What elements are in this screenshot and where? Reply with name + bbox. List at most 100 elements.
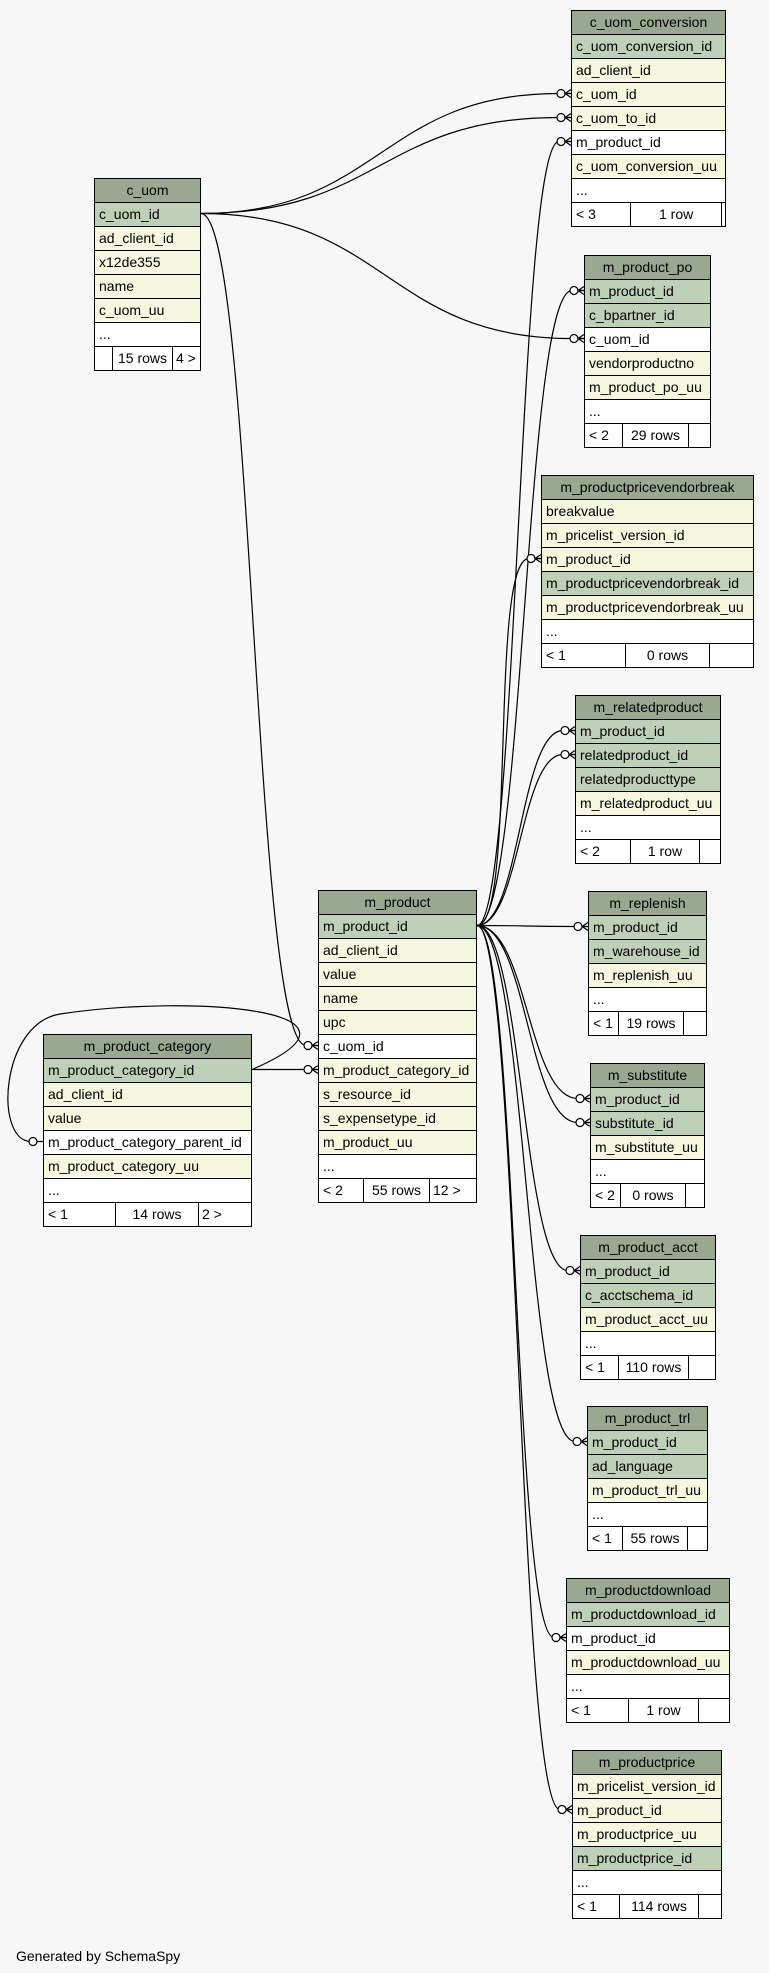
child-count[interactable] <box>722 203 725 226</box>
child-count[interactable]: 4 > <box>176 350 196 366</box>
column-row[interactable]: ad_client_id <box>319 939 476 963</box>
column-row[interactable]: s_expensetype_id <box>319 1107 476 1131</box>
table-header[interactable]: m_product_po <box>585 256 710 280</box>
more-columns-row[interactable]: ... <box>591 1160 704 1184</box>
child-count[interactable]: 2 > <box>202 1206 222 1222</box>
column-row[interactable]: c_uom_id <box>319 1035 476 1059</box>
column-row[interactable]: m_replenish_uu <box>589 964 706 988</box>
column-row[interactable]: m_productprice_id <box>573 1847 721 1871</box>
column-row[interactable]: ad_language <box>588 1455 707 1479</box>
table-header[interactable]: m_replenish <box>589 892 706 916</box>
more-columns-row[interactable]: ... <box>585 400 710 424</box>
table-header[interactable]: m_substitute <box>591 1064 704 1088</box>
table-header[interactable]: m_productpricevendorbreak <box>542 476 753 500</box>
column-row[interactable]: m_warehouse_id <box>589 940 706 964</box>
column-row[interactable]: m_substitute_uu <box>591 1136 704 1160</box>
column-row[interactable]: c_uom_to_id <box>572 107 725 131</box>
child-count[interactable] <box>710 644 753 667</box>
column-row[interactable]: m_pricelist_version_id <box>573 1775 721 1799</box>
parent-count[interactable]: < 2 <box>576 840 631 863</box>
more-columns-row[interactable]: ... <box>589 988 706 1012</box>
column-row[interactable]: m_product_category_id <box>44 1059 251 1083</box>
more-columns-row[interactable]: ... <box>572 179 725 203</box>
table-header[interactable]: m_product_acct <box>581 1236 715 1260</box>
more-columns-row[interactable]: ... <box>573 1871 721 1895</box>
more-columns-row[interactable]: ... <box>576 816 720 840</box>
column-row[interactable]: ad_client_id <box>572 59 725 83</box>
child-count[interactable] <box>699 1895 721 1918</box>
column-row[interactable]: m_product_category_parent_id <box>44 1131 251 1155</box>
column-row[interactable]: m_productprice_uu <box>573 1823 721 1847</box>
table-header[interactable]: m_productprice <box>573 1751 721 1775</box>
child-count[interactable] <box>699 1699 729 1722</box>
column-row[interactable]: c_uom_conversion_id <box>572 35 725 59</box>
parent-count[interactable]: < 1 <box>567 1699 629 1722</box>
column-row[interactable]: relatedproducttype <box>576 768 720 792</box>
column-row[interactable]: c_acctschema_id <box>581 1284 715 1308</box>
more-columns-row[interactable]: ... <box>542 620 753 644</box>
column-row[interactable]: c_uom_id <box>585 328 710 352</box>
column-row[interactable]: m_product_po_uu <box>585 376 710 400</box>
more-columns-row[interactable]: ... <box>95 323 200 347</box>
column-row[interactable]: x12de355 <box>95 251 200 275</box>
child-count[interactable] <box>688 1527 707 1550</box>
column-row[interactable]: upc <box>319 1011 476 1035</box>
child-count[interactable] <box>689 1356 715 1379</box>
column-row[interactable]: m_product_id <box>589 916 706 940</box>
parent-count[interactable]: < 1 <box>542 644 626 667</box>
column-row[interactable]: m_product_id <box>573 1799 721 1823</box>
parent-count[interactable]: < 1 <box>44 1203 116 1226</box>
child-count[interactable]: 12 > <box>433 1182 461 1198</box>
column-row[interactable]: c_uom_id <box>95 203 200 227</box>
more-columns-row[interactable]: ... <box>319 1155 476 1179</box>
column-row[interactable]: c_bpartner_id <box>585 304 710 328</box>
column-row[interactable]: m_product_uu <box>319 1131 476 1155</box>
table-header[interactable]: m_relatedproduct <box>576 696 720 720</box>
parent-count[interactable]: < 1 <box>581 1356 619 1379</box>
child-count[interactable] <box>684 1012 706 1035</box>
column-row[interactable]: substitute_id <box>591 1112 704 1136</box>
column-row[interactable]: name <box>319 987 476 1011</box>
column-row[interactable]: ad_client_id <box>95 227 200 251</box>
column-row[interactable]: m_product_id <box>567 1627 729 1651</box>
column-row[interactable]: m_product_id <box>542 548 753 572</box>
table-header[interactable]: m_product_category <box>44 1035 251 1059</box>
parent-count[interactable]: < 2 <box>591 1184 621 1207</box>
table-header[interactable]: m_product <box>319 891 476 915</box>
column-row[interactable]: m_productpricevendorbreak_id <box>542 572 753 596</box>
table-header[interactable]: m_product_trl <box>588 1407 707 1431</box>
column-row[interactable]: m_product_id <box>572 131 725 155</box>
column-row[interactable]: m_product_id <box>581 1260 715 1284</box>
parent-count[interactable]: < 2 <box>319 1179 364 1202</box>
child-count[interactable] <box>689 424 710 447</box>
table-header[interactable]: c_uom <box>95 179 200 203</box>
column-row[interactable]: m_product_id <box>591 1088 704 1112</box>
column-row[interactable]: m_productdownload_id <box>567 1603 729 1627</box>
parent-count[interactable]: < 1 <box>573 1895 620 1918</box>
column-row[interactable]: c_uom_conversion_uu <box>572 155 725 179</box>
column-row[interactable]: breakvalue <box>542 500 753 524</box>
column-row[interactable]: m_product_acct_uu <box>581 1308 715 1332</box>
table-header[interactable]: m_productdownload <box>567 1579 729 1603</box>
column-row[interactable]: m_product_id <box>319 915 476 939</box>
column-row[interactable]: value <box>319 963 476 987</box>
more-columns-row[interactable]: ... <box>581 1332 715 1356</box>
column-row[interactable]: m_pricelist_version_id <box>542 524 753 548</box>
child-count[interactable] <box>700 840 720 863</box>
column-row[interactable]: value <box>44 1107 251 1131</box>
more-columns-row[interactable]: ... <box>567 1675 729 1699</box>
more-columns-row[interactable]: ... <box>44 1179 251 1203</box>
column-row[interactable]: ad_client_id <box>44 1083 251 1107</box>
parent-count[interactable]: < 1 <box>588 1527 623 1550</box>
parent-count[interactable]: < 1 <box>589 1012 619 1035</box>
column-row[interactable]: m_product_id <box>576 720 720 744</box>
column-row[interactable]: relatedproduct_id <box>576 744 720 768</box>
